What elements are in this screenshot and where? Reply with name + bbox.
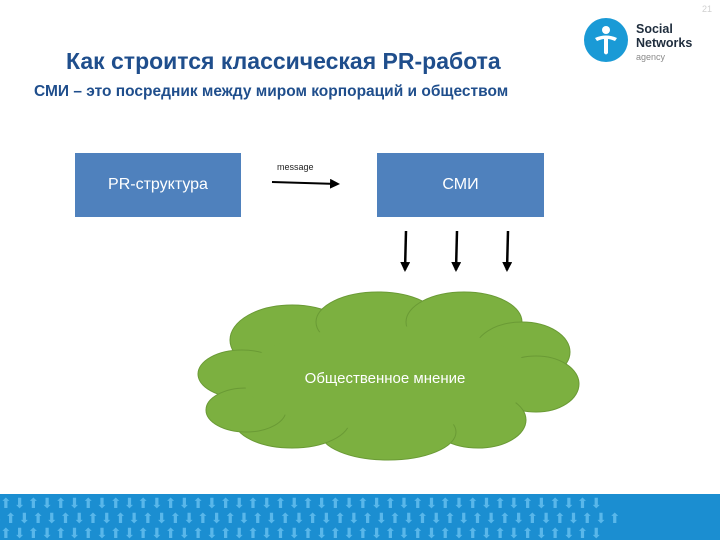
company-logo: Social Networks agency [584, 16, 714, 68]
down-arrow-2 [451, 230, 462, 272]
logo-wordmark: Social Networks [636, 22, 692, 50]
slide-subtitle: СМИ – это посредник между миром корпорац… [34, 83, 509, 100]
footer-pattern-row-1: ⬆⬇⬆⬇⬆⬇⬆⬇⬆⬇⬆⬇⬆⬇⬆⬇⬆⬇⬆⬇⬆⬇⬆⬇⬆⬇⬆⬇⬆⬇⬆⬇⬆⬇⬆⬇⬆⬇⬆⬇… [0, 495, 605, 511]
down-arrow-1 [400, 230, 411, 272]
message-arrow [271, 178, 340, 189]
footer-arrow-pattern: ⬆⬇⬆⬇⬆⬇⬆⬇⬆⬇⬆⬇⬆⬇⬆⬇⬆⬇⬆⬇⬆⬇⬆⬇⬆⬇⬆⬇⬆⬇⬆⬇⬆⬇⬆⬇⬆⬇⬆⬇… [0, 494, 720, 540]
logo-person-icon [584, 18, 628, 62]
media-box: СМИ [377, 153, 544, 217]
pr-structure-label: PR-структура [108, 176, 208, 193]
logo-line2: Networks [636, 36, 693, 50]
down-arrow-3 [502, 230, 513, 272]
public-opinion-label: Общественное мнение [304, 370, 466, 387]
footer-pattern-row-3: ⬆⬇⬆⬇⬆⬇⬆⬇⬆⬇⬆⬇⬆⬇⬆⬇⬆⬇⬆⬇⬆⬇⬆⬇⬆⬇⬆⬇⬆⬇⬆⬇⬆⬇⬆⬇⬆⬇⬆⬇… [0, 525, 605, 540]
slide-number: 21 [701, 4, 712, 14]
public-opinion-cloud [197, 291, 580, 461]
message-label: message [277, 162, 314, 172]
pr-structure-box: PR-структура [75, 153, 241, 217]
footer-pattern-row-2: ⬇⬆⬇⬆⬇⬆⬇⬆⬇⬆⬇⬆⬇⬆⬇⬆⬇⬆⬇⬆⬇⬆⬇⬆⬇⬆⬇⬆⬇⬆⬇⬆⬇⬆⬇⬆⬇⬆⬇⬆… [0, 510, 623, 526]
slide-title: Как строится классическая PR-работа [66, 48, 501, 74]
media-label: СМИ [442, 176, 479, 193]
logo-line1: Social [636, 22, 673, 36]
logo-tagline: agency [636, 52, 666, 62]
